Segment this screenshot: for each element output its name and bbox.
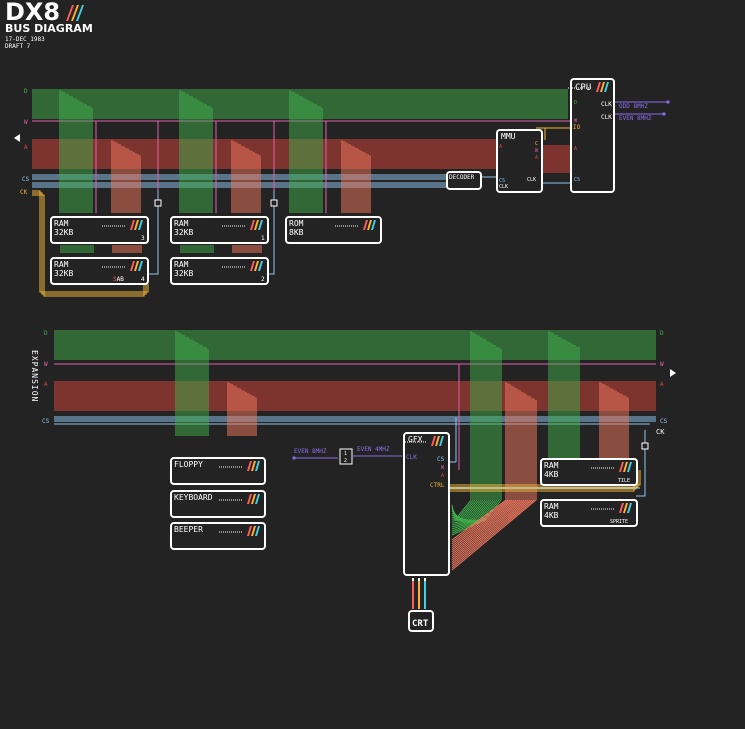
top-clk-label: CK	[20, 189, 28, 196]
ram-tile-tag: TILE	[618, 478, 630, 484]
even-4mhz-out-label: EVEN 4MHZ	[357, 446, 390, 453]
bottom-left-write-label: W	[44, 361, 48, 368]
gfx-data-route	[452, 338, 483, 520]
gfx-data-route	[452, 341, 487, 521]
mmu-label: MMU	[501, 132, 516, 141]
cpu-pin-io: IO	[573, 124, 581, 131]
cpu-box	[571, 79, 614, 192]
even-8mhz-end	[292, 456, 295, 459]
ram3-index: 3	[141, 235, 145, 242]
even-clock-label: EVEN 8MHZ	[619, 115, 652, 122]
cpu-pin-d: D	[574, 100, 577, 106]
gfx-pin-ctrl: CTRL	[430, 482, 445, 489]
junction-node	[642, 443, 648, 449]
bottom-address-bus-label: A	[660, 381, 664, 388]
rom-size: 8KB	[289, 228, 304, 237]
crt-pin	[418, 578, 420, 581]
gfx-pin-a: A	[441, 473, 444, 479]
ram4-pins: SAB	[113, 276, 124, 283]
mmu-pin-a: A	[499, 144, 502, 150]
beeper-label: BEEPER	[174, 525, 203, 534]
bottom-left-address-label: A	[44, 381, 48, 388]
arrow-right-icon	[670, 369, 676, 377]
divider-bottom: 2	[344, 458, 347, 464]
gfx-data-route	[452, 333, 475, 520]
crt-label: CRT	[412, 619, 429, 629]
divider-top: 1	[344, 451, 347, 457]
top-data-bus-label: D	[24, 88, 28, 95]
ram4-label: RAM	[54, 260, 69, 269]
gfx-label: GFX	[408, 435, 423, 444]
bottom-clk-label: CK	[656, 428, 665, 436]
bottom-cs-bus-label: CS	[660, 418, 668, 425]
top-address-bus-label: A	[24, 144, 28, 151]
crt-pin	[424, 578, 426, 581]
junction-node	[271, 200, 277, 206]
ram-sprite-label: RAM	[544, 502, 559, 511]
top-write-bus-label: W	[24, 119, 28, 126]
mmu-pin-a2: A	[535, 155, 538, 161]
ram3-size: 32KB	[54, 228, 73, 237]
ram-sprite-tag: SPRITE	[610, 519, 628, 525]
floppy-label: FLOPPY	[174, 460, 203, 469]
ram3-label: RAM	[54, 219, 69, 228]
bottom-left-data-label: D	[44, 330, 48, 337]
ram1-label: RAM	[174, 219, 189, 228]
bottom-data-bus-label: D	[660, 330, 664, 337]
keyboard-label: KEYBOARD	[174, 493, 213, 502]
cpu-pin-cs: CS	[574, 177, 580, 183]
ram4-size: 32KB	[54, 269, 73, 278]
top-cs-bus-label: CS	[22, 176, 30, 183]
cpu-pin-clk-2: CLK	[601, 114, 612, 121]
ram-tile-size: 4KB	[544, 470, 559, 479]
cpu-pin-clk-1: CLK	[601, 101, 612, 108]
bottom-write-bus-label: W	[660, 361, 664, 368]
even-clock-end	[662, 112, 665, 115]
arrow-left-icon	[14, 134, 20, 142]
odd-clock-end	[666, 100, 669, 103]
mmu-pin-clk-in: CLK	[499, 184, 508, 190]
gfx-data-route	[452, 332, 473, 520]
bottom-left-cs-label: CS	[42, 418, 50, 425]
ram2-size: 32KB	[174, 269, 193, 278]
ram-tile-label: RAM	[544, 461, 559, 470]
junction-node	[155, 200, 161, 206]
gfx-pin-cs: CS	[437, 456, 445, 463]
gfx-pin-clk: CLK	[406, 454, 417, 461]
ram4-index: 4	[141, 276, 145, 283]
ram-sprite-size: 4KB	[544, 511, 559, 520]
rom-label: ROM	[289, 219, 304, 228]
odd-clock-label: ODD 8MHZ	[619, 103, 648, 110]
expansion-label: EXPANSION	[30, 350, 39, 402]
decoder-label: DECODER	[449, 174, 475, 181]
ram2-index: 2	[261, 276, 265, 283]
ram1-size: 32KB	[174, 228, 193, 237]
mmu-pin-c: C	[535, 141, 538, 147]
ram1-index: 1	[261, 235, 265, 242]
mmu-pin-clk: CLK	[527, 177, 536, 183]
crt-pin	[412, 578, 414, 581]
even-8mhz-in-label: EVEN 8MHZ	[294, 448, 327, 455]
cpu-label: CPU	[575, 83, 591, 93]
gfx-data-route	[452, 339, 485, 520]
ram2-label: RAM	[174, 260, 189, 269]
cpu-pin-a: A	[574, 146, 577, 152]
